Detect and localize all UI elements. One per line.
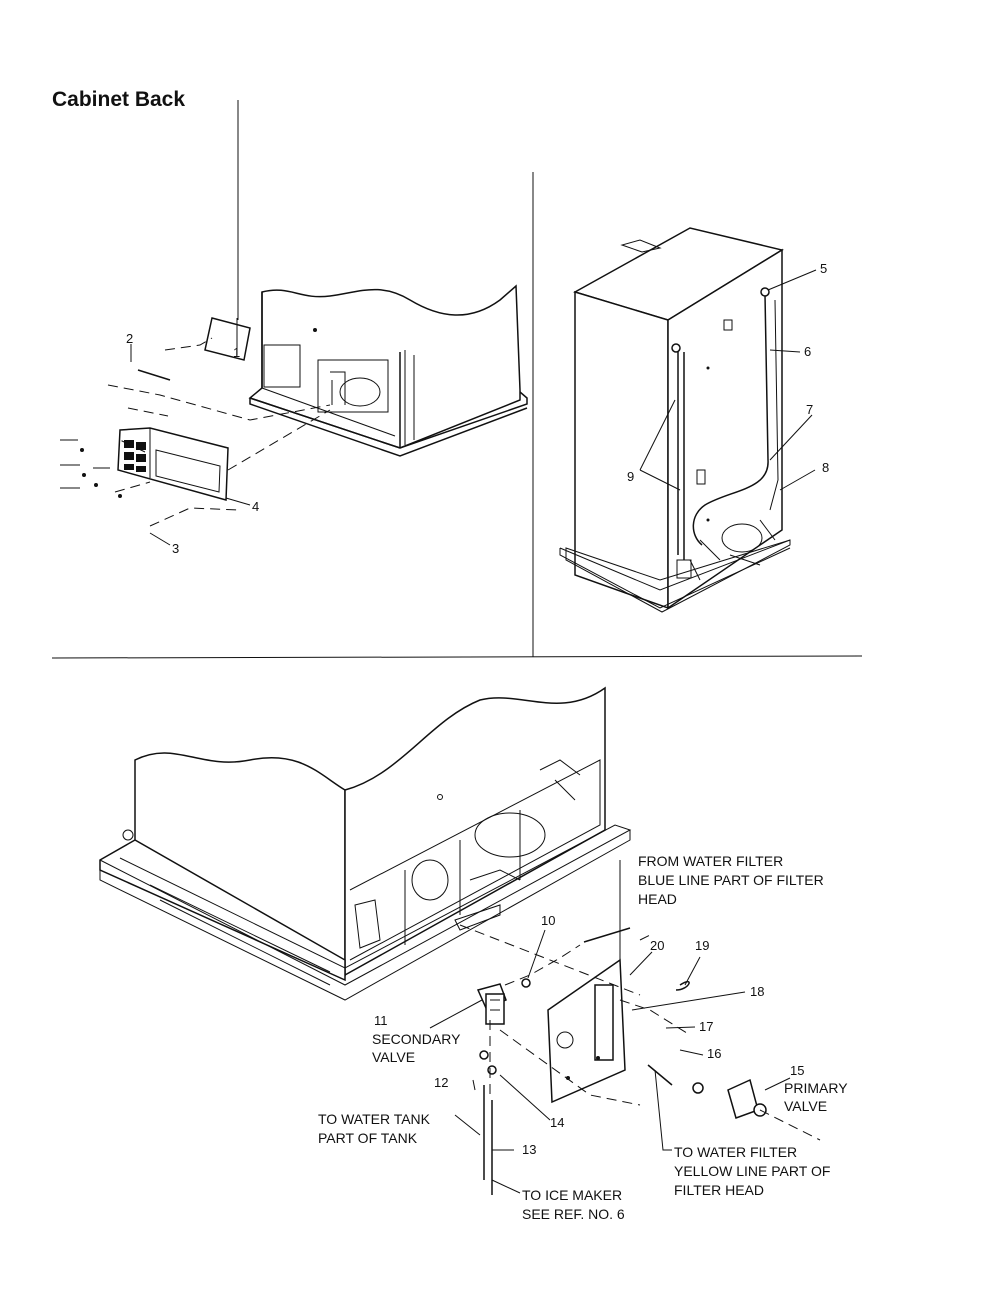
callout-yellow-line: TO WATER FILTER YELLOW LINE PART OF FILT…	[674, 1144, 830, 1198]
part-number-19: 19	[695, 938, 709, 953]
part-20-bracket	[547, 958, 626, 1104]
part-number-17: 17	[699, 1019, 713, 1034]
callout-water-tank: TO WATER TANK PART OF TANK	[318, 1111, 431, 1146]
callout-secondary-valve-2: VALVE	[372, 1049, 415, 1065]
callout-ice-maker-2: SEE REF. NO. 6	[522, 1206, 625, 1222]
assembly-lines-top-left	[107, 337, 331, 527]
callout-secondary-valve: SECONDARY VALVE	[372, 1031, 461, 1065]
part-2-strip	[137, 369, 171, 381]
callout-water-tank-1: TO WATER TANK	[318, 1111, 431, 1127]
grille-screws	[60, 439, 122, 498]
part-number-9: 9	[627, 469, 634, 484]
page-title: Cabinet Back	[52, 88, 186, 111]
part-number-2: 2	[126, 331, 133, 346]
callout-blue-line-1: FROM WATER FILTER	[638, 853, 783, 869]
callout-ice-maker-1: TO ICE MAKER	[522, 1187, 622, 1203]
cabinet-base-valve-view	[99, 686, 632, 1001]
callout-yellow-line-3: FILTER HEAD	[674, 1182, 764, 1198]
horizontal-divider	[51, 655, 863, 659]
cabinet-base-grille-view	[248, 284, 528, 457]
leaders-bottom	[429, 860, 791, 1194]
part-number-11: 11	[374, 1013, 388, 1028]
part-number-7: 7	[806, 402, 813, 417]
leaders-top-left	[130, 318, 251, 546]
callout-primary-valve: PRIMARY VALVE	[784, 1080, 848, 1114]
part-4-grille	[117, 427, 229, 501]
callout-primary-valve-2: VALVE	[784, 1098, 827, 1114]
part-number-14: 14	[550, 1115, 564, 1130]
part-number-10: 10	[541, 913, 555, 928]
part-number-4: 4	[252, 499, 259, 514]
assembly-lines-bottom	[459, 924, 821, 1141]
part-1-panel	[204, 100, 251, 361]
part-number-1: 1	[233, 345, 240, 360]
callout-ice-maker: TO ICE MAKER SEE REF. NO. 6	[522, 1187, 625, 1222]
part-number-3: 3	[172, 541, 179, 556]
callout-blue-line-2: BLUE LINE PART OF FILTER	[638, 872, 824, 888]
part-number-8: 8	[822, 460, 829, 475]
part-number-16: 16	[707, 1046, 721, 1061]
part-number-5: 5	[820, 261, 827, 276]
part-15-primary-valve	[692, 1078, 767, 1119]
callout-yellow-line-1: TO WATER FILTER	[674, 1144, 797, 1160]
callout-blue-line: FROM WATER FILTER BLUE LINE PART OF FILT…	[638, 853, 824, 907]
callout-secondary-valve-1: SECONDARY	[372, 1031, 461, 1047]
callout-blue-line-3: HEAD	[638, 891, 677, 907]
callout-yellow-line-2: YELLOW LINE PART OF	[674, 1163, 830, 1179]
callout-water-tank-2: PART OF TANK	[318, 1130, 418, 1146]
part-number-18: 18	[750, 984, 764, 999]
part-number-20: 20	[650, 938, 664, 953]
leaders-top-right	[639, 269, 817, 491]
part-11-secondary-valve	[476, 978, 531, 1025]
refrigerator-back-view	[559, 227, 791, 613]
part-number-13: 13	[522, 1142, 536, 1157]
part-number-15: 15	[790, 1063, 804, 1078]
part-number-12: 12	[434, 1075, 448, 1090]
part-number-6: 6	[804, 344, 811, 359]
callout-primary-valve-1: PRIMARY	[784, 1080, 848, 1096]
